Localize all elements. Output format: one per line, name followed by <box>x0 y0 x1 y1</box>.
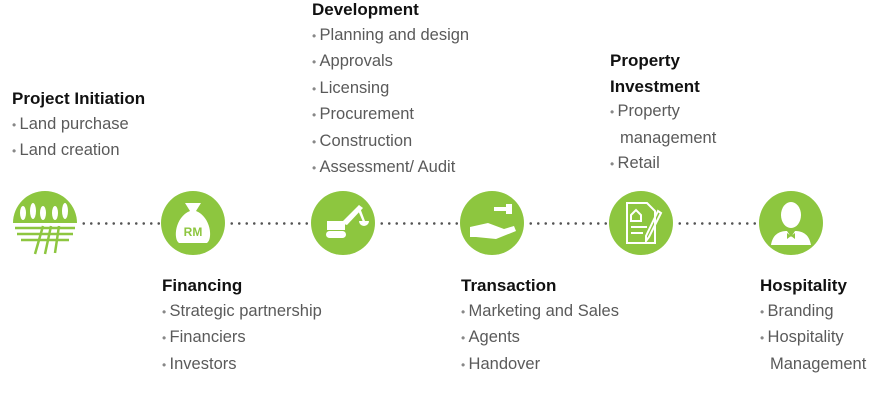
list-item: Retail <box>610 151 740 178</box>
stage-property-investment: Property Investment Property managementR… <box>610 48 740 178</box>
list-item: Agents <box>461 325 619 352</box>
stage-title: Property Investment <box>610 51 700 96</box>
list-item: Land purchase <box>12 112 145 139</box>
dotted-connector <box>80 222 160 225</box>
list-item: Planning and design <box>312 23 470 50</box>
list-item: Hospitality Management <box>760 325 888 377</box>
list-item: Property management <box>610 99 740 151</box>
svg-text:RM: RM <box>184 225 203 239</box>
dotted-connector <box>527 222 609 225</box>
excavator-icon <box>311 191 375 255</box>
list-item: Branding <box>760 299 888 326</box>
list-item: Licensing <box>312 76 469 103</box>
list-item: Land creation <box>12 138 145 165</box>
list-item: Handover <box>461 352 619 379</box>
stage-transaction: Transaction Marketing and SalesAgentsHan… <box>461 273 619 378</box>
list-item: Procurement <box>312 102 469 129</box>
money-bag-icon: RM <box>161 191 225 255</box>
list-item: Strategic partnership <box>162 299 322 326</box>
dotted-connector <box>676 222 758 225</box>
stage-hospitality: Hospitality BrandingHospitality Manageme… <box>760 273 888 377</box>
hand-key-icon <box>460 191 524 255</box>
stage-title: Financing <box>162 276 243 295</box>
stage-project-initiation: Project Initiation Land purchaseLand cre… <box>12 86 145 165</box>
list-item: Investors <box>162 352 322 379</box>
butler-icon <box>759 191 823 255</box>
stage-financing: Financing Strategic partnershipFinancier… <box>162 273 322 378</box>
list-item: Marketing and Sales <box>461 299 619 326</box>
list-item: Financiers <box>162 325 322 352</box>
stage-development: Development Planning and designApprovals… <box>312 0 469 182</box>
stage-title: Hospitality <box>760 276 847 295</box>
contract-icon <box>609 191 673 255</box>
list-item: Construction <box>312 129 469 156</box>
land-icon <box>13 191 77 255</box>
stage-title: Project Initiation <box>12 89 146 108</box>
list-item: Approvals <box>312 49 469 76</box>
dotted-connector <box>228 222 310 225</box>
stage-title: Development <box>312 0 419 19</box>
dotted-connector <box>378 222 460 225</box>
stage-title: Transaction <box>461 276 557 295</box>
list-item: Assessment/ Audit <box>312 155 469 182</box>
